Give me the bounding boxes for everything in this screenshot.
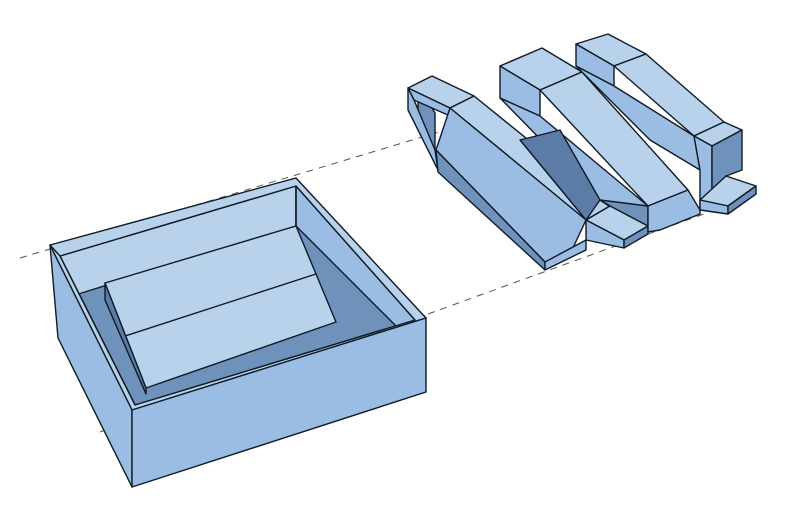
zigzag-base-1-end — [544, 239, 587, 271]
zigzag-right-foot-side — [727, 185, 757, 215]
zigzag-block — [407, 33, 757, 271]
zigzag-leg-center — [647, 189, 701, 233]
box-outer-front-wall — [131, 317, 427, 488]
zigzag-mid-platform-side — [623, 225, 649, 249]
open-box — [49, 177, 427, 488]
guide-line-top — [19, 127, 453, 259]
inner-block — [104, 225, 337, 395]
inner-block-front — [104, 282, 147, 395]
box-rim — [49, 177, 427, 411]
inner-block-ridge — [124, 273, 317, 337]
